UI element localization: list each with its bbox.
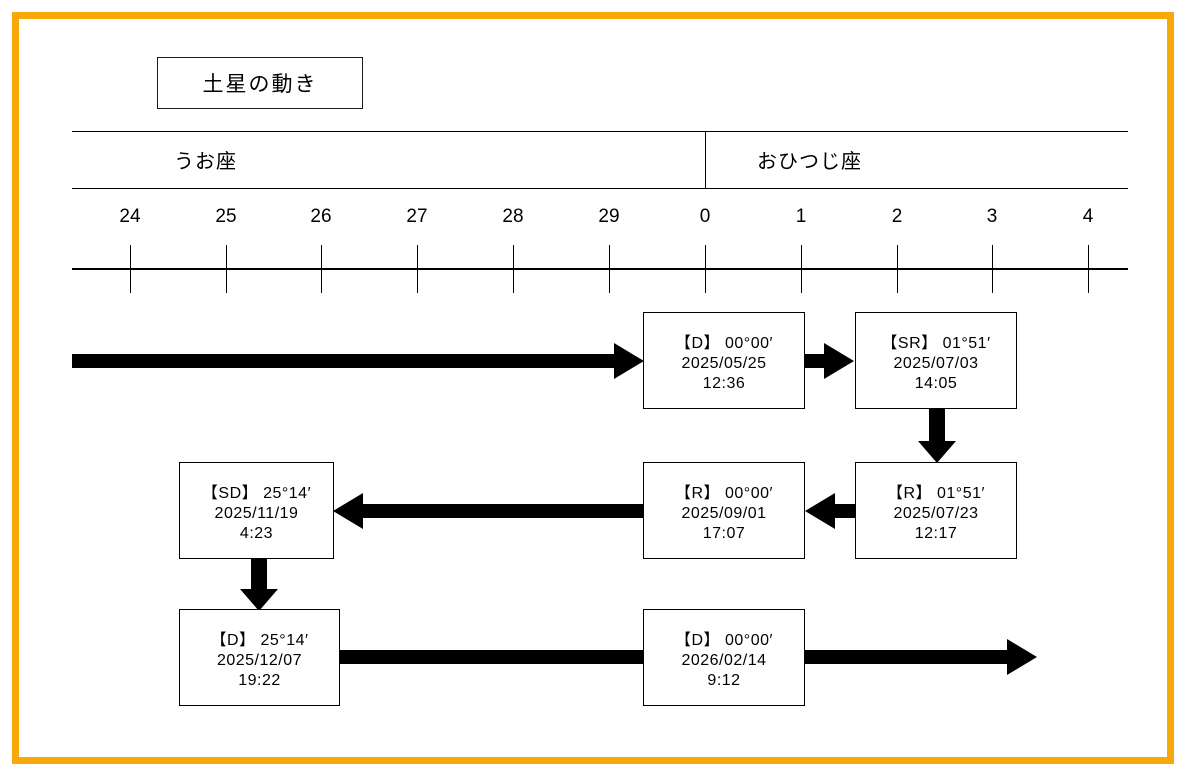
event-time: 14:05 bbox=[914, 374, 958, 392]
event-status: 【R】 01°51′ bbox=[887, 484, 985, 502]
axis-tick-label-28: 28 bbox=[502, 206, 524, 227]
axis-tick-4 bbox=[513, 245, 514, 293]
event-status: 【D】 00°00′ bbox=[675, 334, 773, 352]
event-status: 【R】 00°00′ bbox=[675, 484, 773, 502]
axis-tick-label-1: 1 bbox=[795, 206, 807, 227]
orange-frame-border bbox=[12, 12, 1174, 764]
arrow-e2-to-e3 bbox=[918, 409, 956, 463]
axis-tick-8 bbox=[897, 245, 898, 293]
event-date: 2025/07/23 bbox=[893, 504, 979, 522]
event-box-e3: 【R】 01°51′ 2025/07/23 12:17 bbox=[855, 462, 1017, 559]
axis-tick-label-24: 24 bbox=[119, 206, 141, 227]
axis-tick-label-25: 25 bbox=[215, 206, 237, 227]
axis-tick-1 bbox=[226, 245, 227, 293]
zodiac-band-top-rule bbox=[72, 131, 1128, 132]
zodiac-band-bottom-rule bbox=[72, 188, 1128, 189]
arrow-forward-exit bbox=[805, 639, 1037, 675]
axis-tick-7 bbox=[801, 245, 802, 293]
event-date: 2025/05/25 bbox=[681, 354, 767, 372]
event-status: 【D】 25°14′ bbox=[210, 631, 309, 649]
event-box-e2: 【SR】 01°51′ 2025/07/03 14:05 bbox=[855, 312, 1017, 409]
event-status: 【SR】 01°51′ bbox=[881, 334, 991, 352]
axis-tick-5 bbox=[609, 245, 610, 293]
event-time: 17:07 bbox=[702, 524, 746, 542]
event-date: 2025/12/07 bbox=[216, 651, 303, 669]
event-date: 2025/07/03 bbox=[893, 354, 979, 372]
event-time: 9:12 bbox=[707, 671, 741, 689]
axis-tick-2 bbox=[321, 245, 322, 293]
arrow-e3-to-e4 bbox=[805, 493, 855, 529]
axis-tick-label-3: 3 bbox=[986, 206, 998, 227]
arrow-e4-to-e5 bbox=[333, 493, 644, 529]
arrow-forward-entry bbox=[72, 343, 644, 379]
arrow-e1-to-e2 bbox=[805, 343, 855, 379]
zodiac-label-aries: おひつじ座 bbox=[757, 151, 862, 173]
axis-tick-9 bbox=[992, 245, 993, 293]
axis-tick-0 bbox=[130, 245, 131, 293]
arrow-e5-to-e6 bbox=[240, 559, 278, 611]
event-time: 4:23 bbox=[239, 524, 274, 542]
axis-tick-6 bbox=[705, 245, 706, 293]
degree-axis-line bbox=[72, 268, 1128, 270]
event-box-e4: 【R】 00°00′ 2025/09/01 17:07 bbox=[643, 462, 805, 559]
axis-tick-label-29: 29 bbox=[598, 206, 620, 227]
page-title: 土星の動き bbox=[202, 73, 318, 96]
event-time: 12:36 bbox=[702, 374, 746, 392]
event-time: 19:22 bbox=[238, 671, 281, 689]
event-date: 2025/11/19 bbox=[214, 504, 299, 522]
event-status: 【SD】 25°14′ bbox=[201, 484, 312, 502]
axis-tick-label-4: 4 bbox=[1082, 206, 1094, 227]
event-box-e6: 【D】 25°14′ 2025/12/07 19:22 bbox=[179, 609, 340, 706]
event-time: 12:17 bbox=[914, 524, 958, 542]
event-box-e1: 【D】 00°00′ 2025/05/25 12:36 bbox=[643, 312, 805, 409]
axis-tick-label-27: 27 bbox=[406, 206, 428, 227]
axis-tick-label-0: 0 bbox=[699, 206, 711, 227]
zodiac-label-pisces: うお座 bbox=[174, 151, 237, 173]
event-date: 2026/02/14 bbox=[681, 651, 767, 669]
title-box: 土星の動き bbox=[157, 57, 363, 109]
event-status: 【D】 00°00′ bbox=[675, 631, 773, 649]
axis-tick-10 bbox=[1088, 245, 1089, 293]
axis-tick-3 bbox=[417, 245, 418, 293]
event-date: 2025/09/01 bbox=[681, 504, 767, 522]
event-box-e7: 【D】 00°00′ 2026/02/14 9:12 bbox=[643, 609, 805, 706]
connector-e6-to-e7 bbox=[339, 650, 644, 664]
axis-tick-label-2: 2 bbox=[891, 206, 903, 227]
zodiac-sign-divider bbox=[705, 131, 706, 189]
event-box-e5: 【SD】 25°14′ 2025/11/19 4:23 bbox=[179, 462, 334, 559]
axis-tick-label-26: 26 bbox=[310, 206, 332, 227]
